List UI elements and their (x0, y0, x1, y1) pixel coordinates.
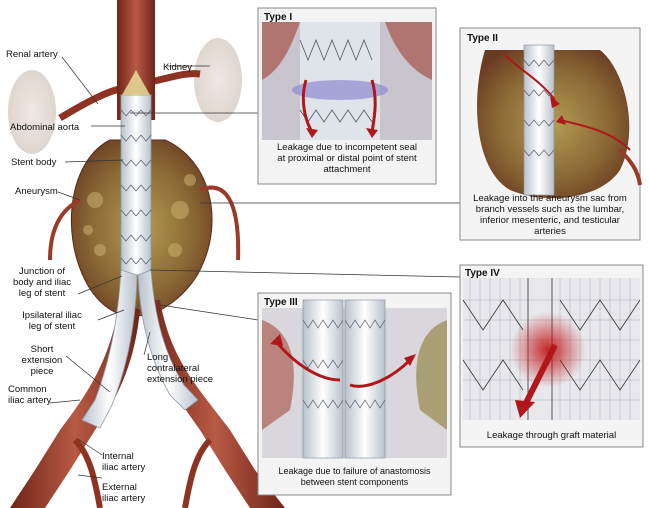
label-kidney: Kidney (163, 62, 193, 73)
panel-type2-caption: Leakage into the aneurysm sac from branc… (473, 193, 627, 237)
branch-vessel-left-shape (48, 198, 81, 261)
leader-lines (49, 56, 461, 479)
stent-leg-right-shape (137, 269, 199, 411)
label-junction: Junction of body and iliac leg of stent (12, 266, 72, 299)
panel-type4 (459, 264, 644, 448)
panel-type2 (459, 27, 642, 241)
panel-type4-caption: Leakage through graft material (486, 430, 617, 441)
label-abdominal-aorta: Abdominal aorta (10, 122, 80, 133)
iliac-right-shape (145, 300, 285, 508)
label-internal-iliac: Internal iliac artery (102, 451, 146, 473)
panel-type1-title: Type I (264, 12, 293, 23)
renal-artery-right-shape (149, 70, 201, 86)
label-renal-artery: Renal artery (6, 49, 58, 60)
renal-artery-left-shape (58, 84, 126, 122)
internal-iliac-right-shape (182, 437, 213, 508)
stent-body-shape (120, 94, 152, 276)
label-external-iliac: External iliac artery (102, 482, 146, 504)
label-stent-body: Stent body (11, 157, 57, 168)
panel-type3 (257, 292, 452, 496)
left-kidney-shape (8, 70, 56, 154)
stent-top-shape (122, 70, 150, 95)
panel-type3-title: Type III (264, 297, 298, 308)
panel-type1 (257, 7, 437, 185)
right-kidney-shape (194, 38, 242, 122)
label-long-extension: Long contralateral extension piece (147, 352, 214, 385)
panel-type3-caption: Leakage due to failure of anastomosis be… (278, 466, 431, 487)
label-aneurysm: Aneurysm (15, 186, 58, 197)
iliac-left-shape (10, 300, 140, 508)
panel-type4-title: Type IV (465, 268, 500, 279)
label-ipsilateral-leg: Ipsilateral iliac leg of stent (22, 310, 82, 332)
branch-vessel-right-shape (199, 185, 241, 261)
label-common-iliac: Common iliac artery (8, 384, 52, 406)
panel-type1-caption: Leakage due to incompetent seal at proxi… (277, 142, 417, 175)
stent-leg-left-shape (81, 269, 138, 429)
label-short-extension: Short extension piece (21, 344, 63, 377)
panel-type2-title: Type II (467, 33, 498, 44)
internal-iliac-left-shape (72, 437, 103, 508)
